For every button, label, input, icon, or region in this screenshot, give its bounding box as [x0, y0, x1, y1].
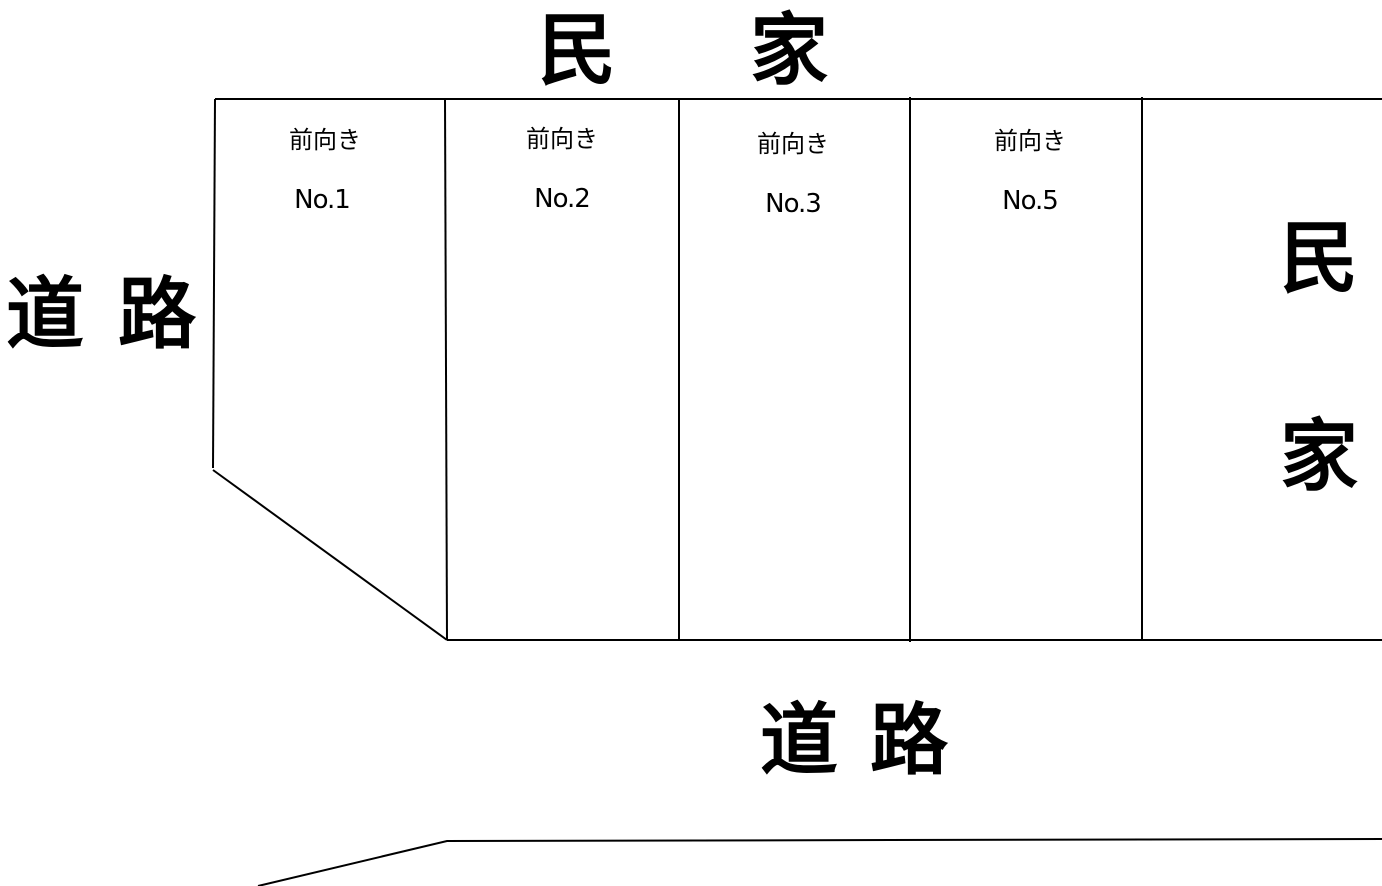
- corner-diagonal: [212, 469, 448, 641]
- right-house-label-char1: 民: [1280, 214, 1359, 304]
- space-1-number: No.1: [294, 185, 351, 215]
- left-road-label-char2: 路: [118, 270, 197, 360]
- space-5-orientation: 前向き: [994, 127, 1066, 155]
- bottom-road-label-char1: 道: [760, 696, 839, 786]
- space-2-orientation: 前向き: [526, 125, 598, 153]
- space-2-number: No.2: [534, 184, 591, 214]
- space-3-orientation: 前向き: [757, 130, 829, 158]
- left-road-label-char1: 道: [6, 270, 85, 360]
- space-3-number: No.3: [765, 189, 822, 219]
- left-boundary: [212, 98, 216, 469]
- road-far-edge: [257, 838, 1382, 886]
- space-5-number: No.5: [1002, 186, 1059, 216]
- divider-1: [444, 98, 448, 641]
- top-house-label-char2: 家: [750, 6, 829, 96]
- right-house-label-char2: 家: [1280, 412, 1359, 502]
- top-house-label-char1: 民: [538, 6, 617, 96]
- bottom-road-label-char2: 路: [870, 696, 949, 786]
- space-1-orientation: 前向き: [289, 126, 361, 154]
